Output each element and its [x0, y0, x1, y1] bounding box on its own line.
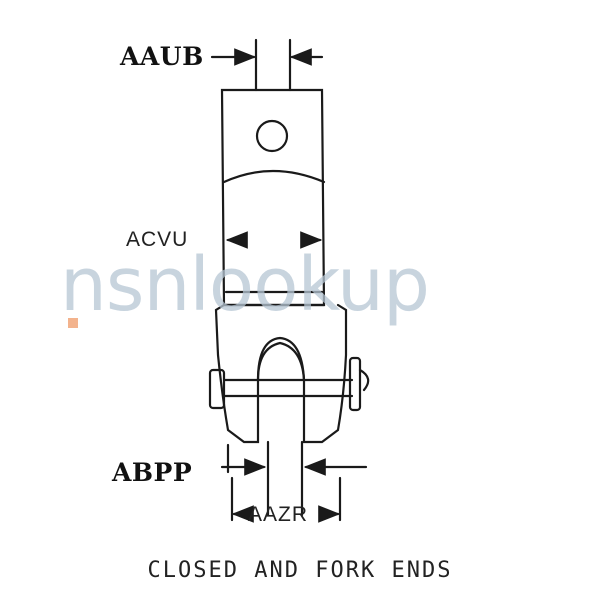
- label-acvu: ACVU: [126, 228, 189, 251]
- eye-hole: [255, 119, 289, 153]
- watermark-text: nsnlookup: [60, 242, 430, 328]
- cotter-loop: [358, 368, 370, 392]
- label-aazr: AAZR: [248, 503, 309, 526]
- cotter-pin: [348, 356, 362, 412]
- saddle-curve: [222, 169, 326, 184]
- label-abpp: ABPP: [112, 458, 193, 487]
- pin-head: [208, 368, 226, 410]
- watermark-accent: [68, 318, 78, 328]
- label-aaub: AAUB: [120, 42, 204, 71]
- fork-slot: [256, 336, 306, 382]
- diagram-caption: CLOSED AND FORK ENDS: [147, 558, 453, 583]
